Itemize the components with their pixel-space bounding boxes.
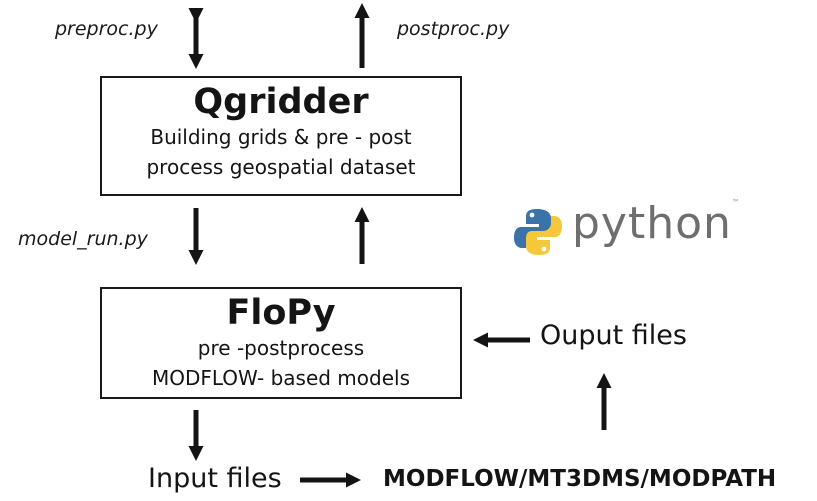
python-wordmark: python bbox=[572, 198, 732, 249]
flopy-line2: MODFLOW- based models bbox=[151, 366, 411, 390]
qgridder-box: Qgridder Building grids & pre - post pro… bbox=[100, 76, 462, 196]
python-logo-text: python™ bbox=[572, 198, 741, 249]
flopy-title: FloPy bbox=[226, 293, 336, 333]
qgridder-line1: Building grids & pre - post bbox=[150, 125, 412, 149]
flopy-box: FloPy pre -postprocess MODFLOW- based mo… bbox=[100, 287, 462, 399]
qgridder-title: Qgridder bbox=[193, 82, 369, 122]
python-trademark: ™ bbox=[731, 198, 741, 207]
output-files-label: Ouput files bbox=[540, 320, 687, 351]
model-run-label: model_run.py bbox=[18, 228, 148, 250]
postproc-label: postproc.py bbox=[397, 18, 510, 40]
input-files-label: Input files bbox=[148, 463, 282, 494]
python-icon bbox=[514, 209, 562, 255]
qgridder-line2: process geospatial dataset bbox=[146, 155, 416, 179]
preproc-label: preproc.py bbox=[55, 18, 158, 40]
flopy-line1: pre -postprocess bbox=[197, 336, 365, 360]
engines-label: MODFLOW/MT3DMS/MODPATH bbox=[383, 466, 777, 492]
